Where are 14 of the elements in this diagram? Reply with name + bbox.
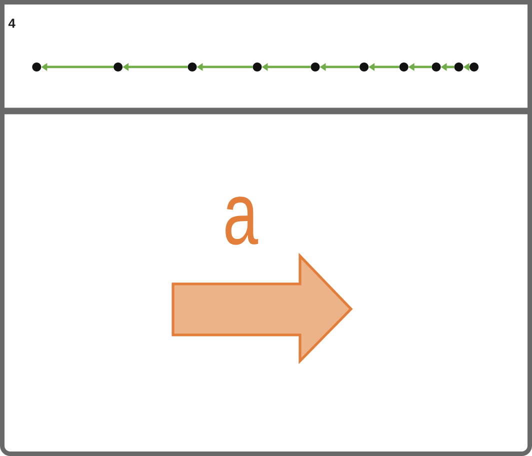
dot [310,62,320,72]
dot [470,62,479,72]
arrow-label: a [226,196,258,245]
dot [252,62,262,72]
dot [114,62,123,72]
dot [360,62,369,72]
panel [0,110,532,456]
dot [432,62,441,72]
dot [454,62,464,72]
dot [399,62,408,72]
panel [0,0,532,112]
dot [188,62,197,72]
dot [32,62,42,72]
panel-number: 4 [8,18,16,28]
